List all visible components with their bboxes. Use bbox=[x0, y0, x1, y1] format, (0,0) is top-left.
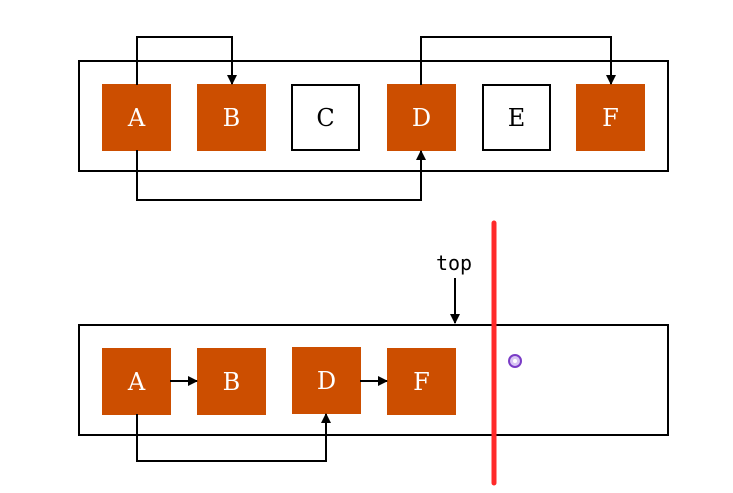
bottom-node-a-box bbox=[102, 348, 171, 415]
bottom-array-container bbox=[78, 324, 669, 436]
bottom-node-f-label: F bbox=[413, 368, 430, 396]
top-node-b: B bbox=[197, 84, 266, 151]
top-node-d-label: D bbox=[412, 104, 431, 132]
top-node-d: D bbox=[387, 84, 456, 151]
bottom-node-b-label: B bbox=[223, 368, 241, 396]
top-pointer-label: top bbox=[436, 251, 472, 275]
bottom-node-d: D bbox=[292, 347, 361, 414]
top-array-container bbox=[78, 60, 669, 172]
top-node-e: E bbox=[482, 84, 551, 151]
bottom-node-f-box bbox=[387, 348, 456, 415]
top-node-f: F bbox=[576, 84, 645, 151]
top-node-f-label: F bbox=[602, 104, 619, 132]
cursor-dot bbox=[513, 359, 517, 363]
bottom-node-a: A bbox=[102, 348, 171, 415]
bottom-node-f: F bbox=[387, 348, 456, 415]
top-node-f-box bbox=[576, 84, 645, 151]
arrow-top-a-to-b bbox=[136, 36, 237, 85]
top-node-e-label: E bbox=[508, 104, 526, 132]
top-node-a: A bbox=[102, 84, 171, 151]
bottom-node-b: B bbox=[197, 348, 266, 415]
top-node-a-label: A bbox=[127, 104, 146, 132]
cursor-indicator bbox=[508, 354, 522, 368]
top-node-c-label: C bbox=[316, 104, 334, 132]
top-node-e-box bbox=[482, 84, 551, 151]
top-node-c: C bbox=[291, 84, 360, 151]
top-node-b-label: B bbox=[223, 104, 241, 132]
bottom-node-d-label: D bbox=[317, 367, 336, 395]
arrow-bottom-a-to-d bbox=[136, 413, 331, 462]
bottom-node-b-box bbox=[197, 348, 266, 415]
arrow-top-d-to-f bbox=[420, 36, 616, 85]
arrow-top-a-to-d bbox=[136, 150, 426, 201]
bottom-node-a-label: A bbox=[127, 368, 146, 396]
top-node-c-box bbox=[291, 84, 360, 151]
top-node-b-box bbox=[197, 84, 266, 151]
